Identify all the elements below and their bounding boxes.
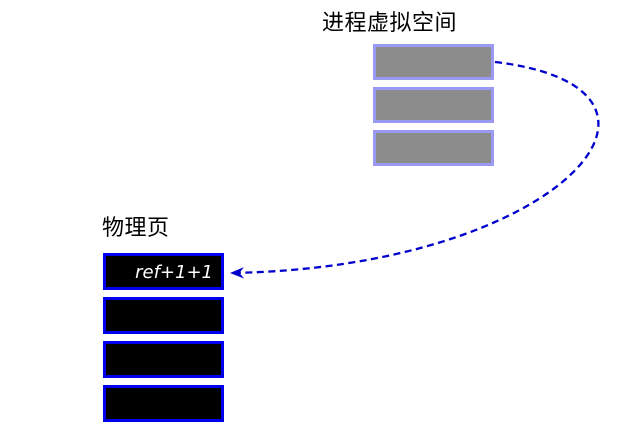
physical-page-row — [103, 385, 224, 422]
physical-page-row — [103, 297, 224, 334]
virtual-space-stack — [373, 44, 494, 166]
physical-page-label — [213, 414, 221, 419]
physical-page-title: 物理页 — [102, 216, 170, 241]
virtual-space-title: 进程虚拟空间 — [322, 11, 458, 36]
virtual-page-row — [373, 44, 494, 80]
virtual-page-row — [373, 87, 494, 123]
physical-page-label — [213, 326, 221, 331]
physical-page-row: ref+1+1 — [103, 253, 224, 290]
ref-count-label: ref+1+1 — [135, 262, 213, 283]
virtual-page-row — [373, 130, 494, 166]
physical-page-stack: ref+1+1 — [103, 253, 224, 422]
physical-page-label — [213, 370, 221, 375]
physical-page-row — [103, 341, 224, 378]
